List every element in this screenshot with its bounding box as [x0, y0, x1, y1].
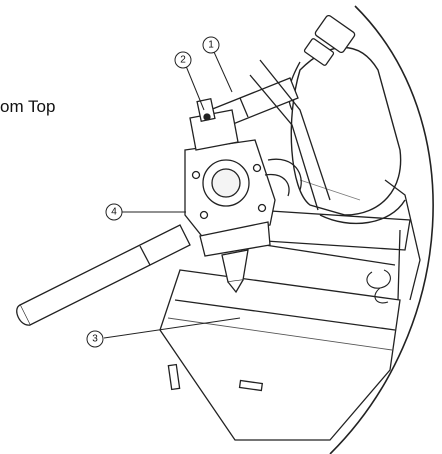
- callout-1: 1: [202, 36, 220, 54]
- side-hose: [264, 158, 302, 197]
- callout-1-label: 1: [208, 40, 214, 51]
- cylinder-body: [290, 46, 406, 225]
- callout-2: 2: [174, 51, 192, 69]
- callout-2-label: 2: [180, 55, 186, 66]
- view-boundary-arc: [329, 5, 434, 454]
- support-frame: [249, 59, 421, 301]
- nozzle: [221, 249, 249, 294]
- handle-rod: [16, 224, 191, 326]
- view-label: om Top: [0, 97, 56, 116]
- callout-leaders: [103, 51, 241, 339]
- callout-4: 4: [105, 203, 123, 221]
- callout-3: 3: [86, 330, 104, 348]
- valve-block: [184, 139, 276, 257]
- callout-3-label: 3: [92, 334, 98, 345]
- callout-4-label: 4: [111, 207, 117, 218]
- coil-spring: [366, 269, 391, 304]
